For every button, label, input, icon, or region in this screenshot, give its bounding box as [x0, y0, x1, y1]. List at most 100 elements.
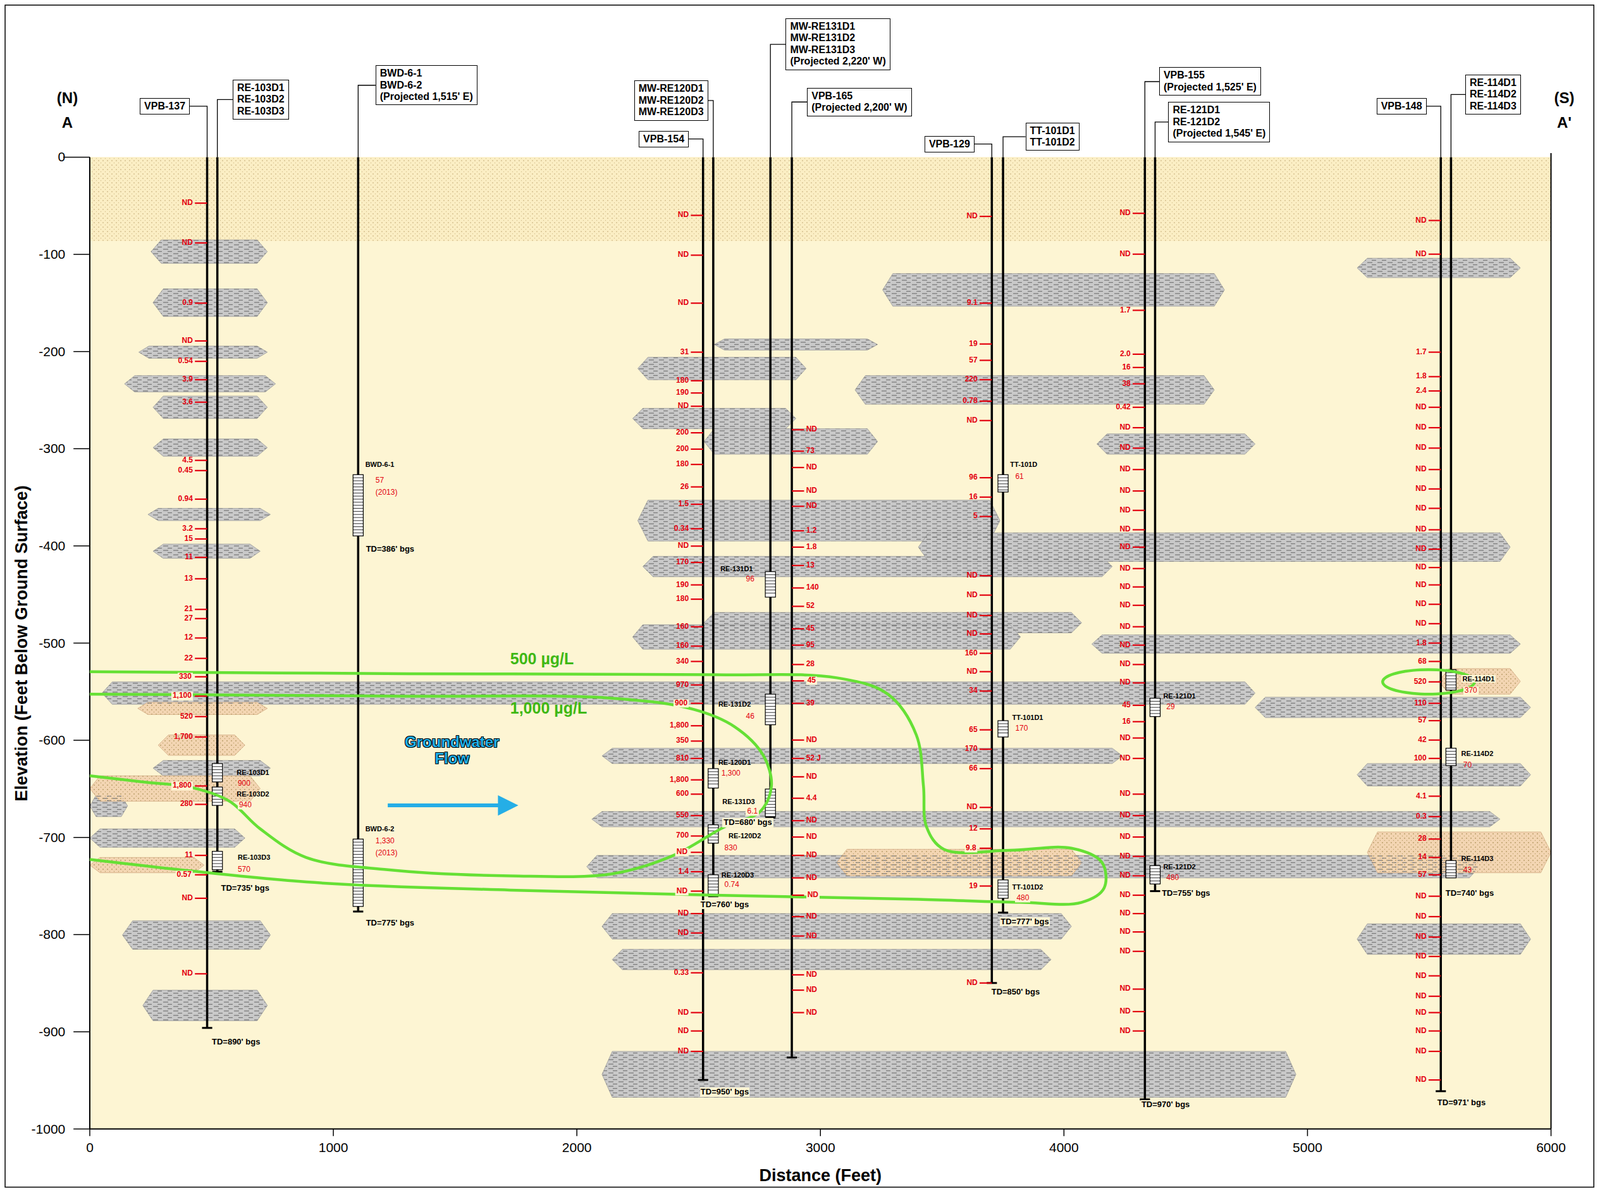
screen-slot	[352, 492, 364, 494]
upper-sand-stipple	[89, 156, 1552, 241]
sample-tick	[791, 894, 804, 896]
sample-tick	[979, 847, 992, 849]
concentration-value: 15	[184, 534, 193, 543]
concentration-value: 1,800	[669, 775, 689, 784]
concentration-value: 11	[184, 851, 193, 860]
concentration-value: ND	[966, 610, 978, 620]
sample-tick	[1132, 736, 1145, 739]
screen-slot	[997, 480, 1009, 481]
clay-lens	[632, 624, 1021, 649]
screen-slot	[352, 480, 364, 481]
sample-tick	[194, 528, 207, 530]
sample-tick	[1132, 626, 1145, 628]
sample-tick	[791, 505, 804, 507]
concentration-value: ND	[182, 238, 193, 247]
sample-tick	[979, 729, 992, 731]
sample-tick	[1132, 950, 1145, 952]
screen-slot	[765, 589, 776, 591]
concentration-value: 66	[968, 763, 978, 773]
concentration-value: ND	[806, 425, 818, 434]
well-id: BWD-6-2	[380, 79, 474, 92]
lens-pattern	[591, 811, 1501, 827]
sample-tick	[791, 564, 804, 567]
well-id: MW-RE131D2	[789, 32, 886, 44]
clay-lens	[138, 345, 267, 358]
screen-label: RE-120D2	[728, 831, 761, 840]
concentration-value: 39	[806, 698, 815, 708]
clay-lens	[612, 949, 1052, 970]
screen-slot	[708, 770, 719, 772]
arrow-head	[497, 794, 518, 816]
sample-tick	[791, 679, 804, 682]
sample-tick	[1428, 641, 1441, 644]
sample-tick	[791, 757, 804, 759]
concentration-value: ND	[1415, 951, 1427, 960]
concentration-value: ND	[806, 832, 818, 841]
sample-tick	[194, 803, 207, 805]
section-end-label: A'	[1556, 113, 1572, 131]
screen-label: RE-114D3	[1461, 854, 1494, 862]
sample-tick	[690, 972, 703, 974]
sample-tick	[690, 431, 703, 434]
concentration-value: ND	[806, 462, 818, 472]
leader-line	[357, 85, 376, 158]
sample-tick	[791, 819, 804, 821]
concentration-value: 0.54	[178, 357, 193, 366]
concentration-value: 57	[1417, 870, 1427, 879]
screen-label: TT-101D	[1009, 460, 1038, 468]
concentration-contour	[89, 693, 772, 877]
well-id-box: VPB-155(Projected 1,525' E)	[1159, 67, 1262, 96]
x-tick	[89, 1128, 91, 1136]
sample-tick	[979, 496, 992, 498]
sample-tick	[1428, 815, 1441, 818]
sample-tick	[1132, 567, 1145, 570]
well-bottom	[1149, 889, 1160, 892]
axis-title: Elevation (Feet Below Ground Surface)	[13, 485, 33, 802]
well-screen	[1149, 865, 1160, 884]
concentration-value: ND	[806, 931, 818, 940]
screen-slot	[997, 722, 1009, 724]
screen-slot	[708, 877, 719, 878]
concentration-value: 4.4	[806, 793, 818, 802]
sample-tick	[1428, 955, 1441, 957]
sample-tick	[791, 663, 804, 665]
clay-lens	[602, 748, 1123, 764]
concentration-value: ND	[806, 772, 818, 781]
screen-slot	[1445, 762, 1456, 764]
concentration-value: 52 J	[806, 753, 821, 763]
total-depth-label: TD=740' bgs	[1445, 888, 1495, 898]
screen-label: BWD-6-2	[365, 824, 395, 833]
lens-pattern	[713, 338, 878, 351]
screen-label: RE-103D3	[237, 853, 271, 861]
clay-lens	[153, 438, 268, 456]
lens-pattern	[137, 701, 268, 714]
concentration-value: 1.8	[806, 542, 818, 551]
concentration-value: 95	[806, 640, 815, 649]
concentration-value: 13	[806, 560, 815, 570]
sample-tick	[791, 627, 804, 630]
concentration-value: ND	[1119, 486, 1131, 495]
sample-tick	[1428, 837, 1441, 840]
screen-concentration: 900	[237, 779, 251, 788]
concentration-value: ND	[1119, 443, 1131, 453]
screen-slot	[997, 891, 1009, 893]
sample-tick	[690, 448, 703, 450]
sample-tick	[791, 973, 804, 976]
screen-body	[997, 720, 1009, 737]
well-id-box: VPB-165(Projected 2,200' W)	[806, 87, 912, 117]
concentration-value: ND	[677, 908, 689, 917]
sample-tick	[1428, 1011, 1441, 1013]
sample-tick	[791, 702, 804, 704]
screen-slot	[352, 483, 364, 484]
screen-slot	[765, 702, 776, 704]
screen-slot	[997, 483, 1009, 484]
screen-slot	[1445, 760, 1456, 761]
lens-pattern	[147, 508, 271, 521]
sample-tick	[791, 739, 804, 741]
concentration-value: ND	[806, 890, 820, 899]
well-id: RE-121D2	[1172, 116, 1266, 128]
sample-tick	[690, 834, 703, 837]
sample-tick	[1428, 719, 1441, 721]
screen-body	[352, 474, 364, 536]
concentration-value: 9.8	[964, 843, 978, 852]
